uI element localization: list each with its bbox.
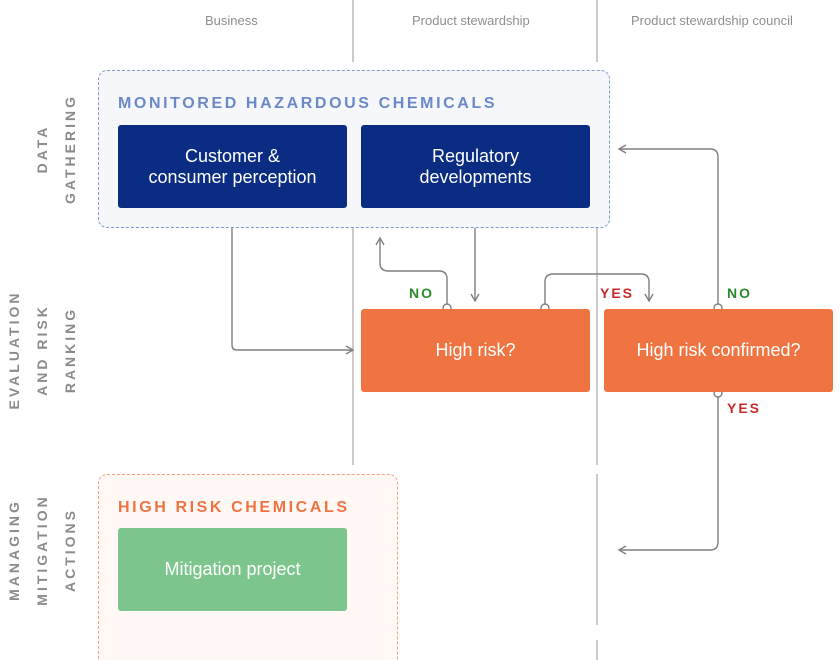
node-customer-perception-label: Customer & consumer perception — [148, 145, 317, 187]
group-title-high-risk: HIGH RISK CHEMICALS — [118, 499, 350, 516]
node-regulatory-developments[interactable]: Regulatory developments — [361, 125, 590, 208]
phase-evaluation-line-2: AND RISK — [34, 304, 50, 396]
phase-data-gathering-line-2: GATHERING — [62, 94, 78, 204]
phase-data-gathering-line-1: DATA — [34, 124, 50, 174]
lane-header-product-stewardship-council: Product stewardship council — [631, 13, 793, 28]
lane-dividers — [352, 0, 598, 660]
node-high-risk-label: High risk? — [435, 340, 516, 360]
phase-evaluation-line-3: RANKING — [62, 306, 78, 394]
phase-managing-line-3: ACTIONS — [62, 508, 78, 592]
label-high-risk-yes: YES — [600, 285, 635, 301]
lane-header-product-stewardship: Product stewardship — [412, 13, 530, 28]
connector-confirmed-no — [617, 144, 719, 308]
phase-evaluation-line-1: EVALUATION — [6, 290, 22, 410]
phase-managing-line-2: MITIGATION — [34, 494, 50, 606]
phase-managing-line-1: MANAGING — [6, 499, 22, 601]
node-high-risk-confirmed-decision[interactable]: High risk confirmed? — [604, 309, 833, 392]
label-confirmed-yes: YES — [727, 400, 762, 416]
connector-perception-to-high-risk — [231, 209, 355, 355]
label-confirmed-no: NO — [727, 285, 752, 301]
lane-header-business: Business — [205, 13, 258, 28]
group-title-monitored: MONITORED HAZARDOUS CHEMICALS — [118, 95, 498, 112]
node-high-risk-decision[interactable]: High risk? — [361, 309, 590, 392]
node-high-risk-confirmed-label: High risk confirmed? — [636, 340, 801, 360]
connector-high-risk-no — [375, 236, 448, 308]
label-high-risk-no: NO — [409, 285, 434, 301]
node-customer-perception[interactable]: Customer & consumer perception — [118, 125, 347, 208]
connector-confirmed-yes — [617, 393, 719, 555]
node-regulatory-developments-label: Regulatory developments — [419, 145, 532, 187]
node-mitigation-project-label: Mitigation project — [164, 559, 301, 579]
connector-high-risk-yes — [544, 273, 654, 308]
node-mitigation-project[interactable]: Mitigation project — [118, 528, 347, 611]
